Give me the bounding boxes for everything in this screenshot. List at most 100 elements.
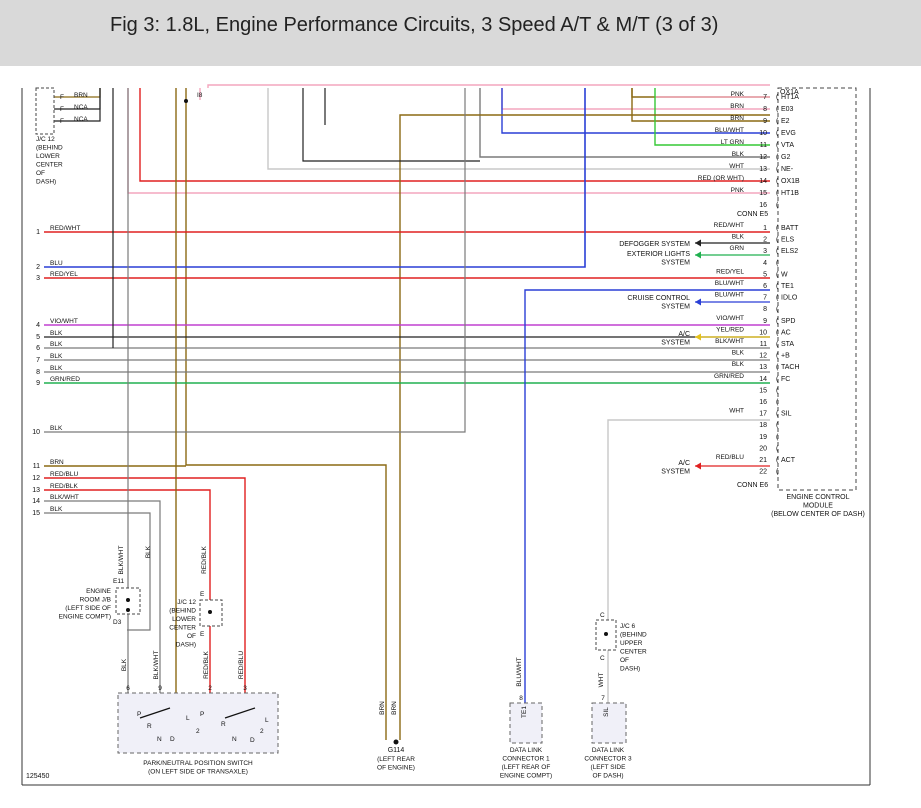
ecm-e6-pin-3: 3 bbox=[763, 248, 767, 255]
ecm-e6-paren-14: ( bbox=[776, 376, 779, 383]
jc12-top-pin-0: F bbox=[60, 94, 64, 101]
pnp-right-D: D bbox=[250, 737, 255, 744]
pnp-switch-box bbox=[117, 692, 279, 754]
wire-e5-10 bbox=[501, 88, 770, 134]
jc6-box bbox=[595, 619, 617, 651]
pnp-pin-2: 2 bbox=[208, 685, 212, 692]
ecm-e6-pin-22: 22 bbox=[759, 469, 767, 476]
ecm-e5-pin-10: 10 bbox=[759, 130, 767, 137]
left-row-num-2: 2 bbox=[36, 264, 40, 271]
ecm-e5-term-7: HT1A bbox=[781, 94, 799, 101]
ecm-e6-paren-4: ( bbox=[776, 260, 779, 267]
dest-exterior-label-line-1: SYSTEM bbox=[661, 260, 690, 267]
ecm-e6-term-12: +B bbox=[781, 353, 790, 360]
ecm-e5-wire-label-10: BLU/WHT bbox=[715, 127, 744, 134]
wire-e6-17 bbox=[607, 419, 770, 620]
dest-defogger-label-line-0: DEFOGGER SYSTEM bbox=[619, 241, 690, 248]
ecm-e5-wire-label-14: RED (OR WHT) bbox=[698, 175, 744, 182]
ecm-e6-term-10: AC bbox=[781, 329, 791, 336]
pnp-caption-line-1: (ON LEFT SIDE OF TRANSAXLE) bbox=[148, 769, 248, 776]
erjb-caption-line-3: ENGINE COMPT) bbox=[59, 614, 111, 621]
ecm-e5-term-15: HT1B bbox=[781, 190, 799, 197]
dlc1-caption-line-1: CONNECTOR 1 bbox=[502, 756, 550, 763]
ecm-e5-term-9: E2 bbox=[781, 118, 790, 125]
jc12-top-wire-line-2 bbox=[54, 88, 101, 122]
dlc1-box bbox=[509, 702, 543, 744]
left-row-wire-11: BRN bbox=[50, 459, 64, 466]
figure-id: 125450 bbox=[26, 773, 49, 780]
figure-header: Fig 3: 1.8L, Engine Performance Circuits… bbox=[0, 0, 921, 66]
ecm-pins-layer: 7(HT1APNK8(E03BRN9(E2BRN10(EVGBLU/WHT11(… bbox=[698, 91, 800, 476]
ecm-e6-pin-2: 2 bbox=[763, 237, 767, 244]
erjb-pin-top: E11 bbox=[113, 578, 124, 585]
jc12b-pin-bottom: E bbox=[200, 631, 205, 638]
jc6-caption-line-3: CENTER bbox=[620, 649, 647, 656]
ecm-e5-wire-label-9: BRN bbox=[730, 115, 744, 122]
wire-brn-ground bbox=[399, 114, 770, 740]
wire-e6-6 bbox=[524, 289, 770, 703]
pnp-left-2: 2 bbox=[196, 728, 200, 735]
wire-row-13 bbox=[44, 489, 211, 600]
jc12-bottom-box bbox=[199, 599, 223, 627]
ecm-e6-wire-label-13: BLK bbox=[732, 361, 745, 368]
jc6-pin-bottom: C bbox=[600, 655, 605, 662]
dest-ac2-label-line-1: SYSTEM bbox=[661, 469, 690, 476]
left-row-num-13: 13 bbox=[32, 487, 40, 494]
wires-layer bbox=[44, 84, 770, 740]
jc12-top-pin-2: F bbox=[60, 118, 64, 125]
ecm-e5-paren-9: ( bbox=[776, 118, 779, 125]
ecm-caption-line-0: ENGINE CONTROL bbox=[786, 494, 849, 501]
dest-cruise-arrow bbox=[695, 298, 701, 306]
ecm-e6-paren-21: ( bbox=[776, 457, 779, 464]
jc6-dot bbox=[604, 632, 608, 636]
ecm-e6-pin-8: 8 bbox=[763, 306, 767, 313]
jc12b-caption-line-3: CENTER bbox=[169, 625, 196, 632]
wire-e5-12 bbox=[479, 88, 770, 158]
ecm-e5-wire-label-15: PNK bbox=[731, 187, 745, 194]
ecm-e5-pin-7: 7 bbox=[763, 94, 767, 101]
ecm-top-partial: OX1A bbox=[780, 89, 799, 96]
jc12b-caption-line-0: J/C 12 bbox=[177, 599, 196, 606]
ecm-box bbox=[777, 87, 857, 491]
ecm-e6-term-14: FC bbox=[781, 376, 790, 383]
ecm-e6-term-17: SIL bbox=[781, 411, 792, 418]
ecm-e6-term-2: ELS bbox=[781, 237, 795, 244]
ecm-e6-paren-9: ( bbox=[776, 318, 779, 325]
pnp-pin-9: 9 bbox=[158, 685, 162, 692]
jc6-caption-line-0: J/C 6 bbox=[620, 623, 636, 630]
dlc1-caption-line-0: DATA LINK bbox=[510, 747, 543, 754]
ecm-e6-paren-10: ( bbox=[776, 329, 779, 336]
ecm-e5-wire-label-12: BLK bbox=[732, 151, 745, 158]
pnp-left-N: N bbox=[157, 736, 162, 743]
ecm-e6-term-11: STA bbox=[781, 341, 794, 348]
ecm-e6-wire-label-2: BLK bbox=[732, 234, 745, 241]
pnp-left-L: L bbox=[186, 715, 190, 722]
wire-brn-11 bbox=[185, 88, 387, 740]
ecm-e6-term-9: SPD bbox=[781, 318, 795, 325]
pnp-pin-6: 6 bbox=[126, 685, 130, 692]
left-row-wire-9: GRN/RED bbox=[50, 376, 80, 383]
dlc1-wire: BLU/WHT bbox=[516, 657, 523, 686]
ecm-e6-paren-19: ( bbox=[776, 434, 779, 441]
pnp-left-R: R bbox=[147, 723, 152, 730]
ecm-e6-term-21: ACT bbox=[781, 457, 796, 464]
ecm-e6-wire-label-17: WHT bbox=[729, 408, 744, 415]
g114-ground-dot bbox=[393, 739, 399, 745]
wire-e5-9 bbox=[631, 88, 770, 122]
erjb-wire-right: BLK bbox=[145, 545, 152, 558]
pnp-left-P: P bbox=[137, 711, 141, 718]
wire-e5-15 bbox=[127, 88, 770, 194]
ecm-e6-pin-14: 14 bbox=[759, 376, 767, 383]
pnp-right-P: P bbox=[200, 711, 204, 718]
jc6-caption-line-4: OF bbox=[620, 657, 629, 664]
pnp-wire-3: RED/BLU bbox=[238, 651, 245, 679]
ecm-e6-wire-label-10: YEL/RED bbox=[716, 326, 744, 333]
ecm-e6-wire-label-12: BLK bbox=[732, 350, 745, 357]
ecm-e6-paren-5: ( bbox=[776, 271, 779, 278]
ecm-e6-pin-21: 21 bbox=[759, 457, 767, 464]
ecm-e6-paren-20: ( bbox=[776, 445, 779, 452]
pnp-wire-2: RED/BLK bbox=[203, 650, 210, 678]
ecm-e5-pin-16: 16 bbox=[759, 202, 767, 209]
